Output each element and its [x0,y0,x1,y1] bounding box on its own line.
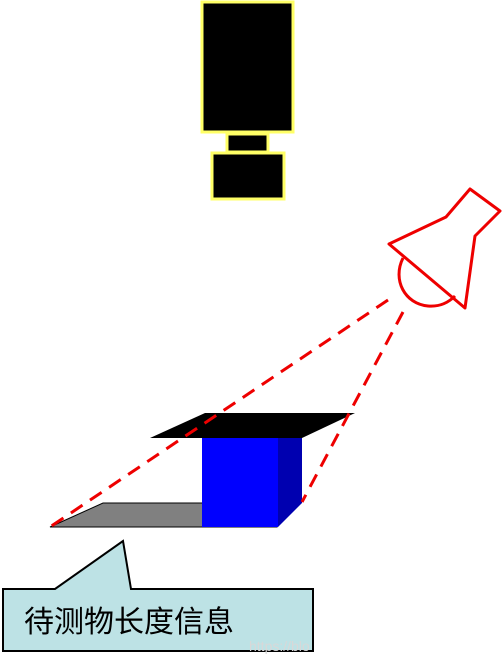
object-top-face [150,413,355,438]
camera-icon [200,0,295,201]
light-beam-lower [300,311,405,503]
camera-neck [225,132,270,154]
camera-body [200,0,295,134]
spotlight-icon [387,187,502,310]
object-side-face [278,438,302,527]
spotlight-body [387,187,502,310]
callout: 待测物长度信息 [2,539,314,652]
callout-shape [2,539,314,652]
camera-lens [210,151,286,201]
spotlight-lens [397,257,457,308]
object-front-face [202,438,278,527]
watermark: https://blo [249,638,310,654]
callout-label: 待测物长度信息 [24,605,234,640]
